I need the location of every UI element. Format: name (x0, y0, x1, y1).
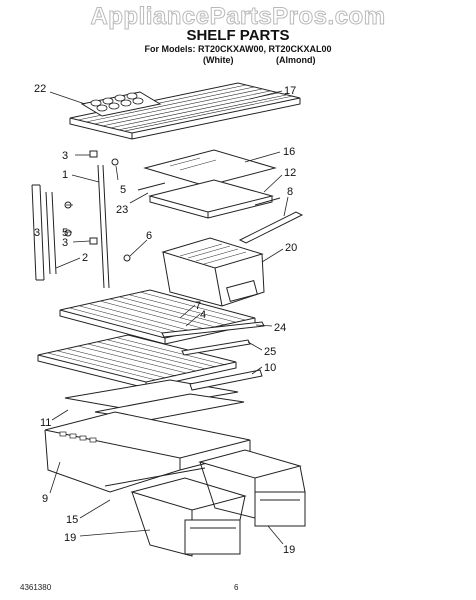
lower-wire-shelf (37, 334, 237, 389)
callout-20: 20 (285, 242, 297, 254)
callout-15: 15 (66, 514, 78, 526)
shelf-trim-strip (238, 211, 304, 244)
crisper-frame (44, 411, 251, 493)
callout-10: 10 (264, 362, 276, 374)
variant-white: (White) (203, 55, 234, 65)
callout-22: 22 (34, 83, 46, 95)
callout-5-left: 5 (62, 227, 68, 239)
callout-16: 16 (283, 146, 295, 158)
callout-3-top: 3 (62, 150, 68, 162)
top-wire-shelf (69, 82, 301, 140)
shelf-trim-bars (161, 321, 265, 356)
crisper-cover (64, 369, 263, 421)
callout-4: 4 (200, 309, 206, 321)
crisper-drawer-left (130, 477, 247, 557)
shelf-support-bracket (31, 184, 57, 281)
callout-1: 1 (62, 169, 68, 181)
callout-3-mid: 3 (62, 237, 68, 249)
callout-7: 7 (195, 300, 201, 312)
leader-lines (49, 90, 289, 545)
upper-wire-shelf (59, 289, 256, 345)
callout-19-right: 19 (283, 544, 295, 556)
callout-5-top: 5 (120, 184, 126, 196)
callout-6: 6 (146, 230, 152, 242)
model-numbers: For Models: RT20CKXAW00, RT20CKXAL00 (144, 44, 332, 54)
shelf-support-rail (97, 164, 110, 289)
crisper-drawer (161, 237, 265, 307)
callout-23: 23 (116, 204, 128, 216)
callout-2: 2 (82, 252, 88, 264)
callout-24: 24 (274, 322, 286, 334)
doc-number: 4361380 (20, 583, 52, 592)
callout-11: 11 (40, 417, 51, 429)
callout-12: 12 (284, 167, 296, 179)
callout-25: 25 (264, 346, 276, 358)
callout-17: 17 (284, 85, 296, 97)
page-number: 6 (234, 583, 239, 592)
egg-tray (80, 91, 162, 117)
glass-shelf (137, 149, 281, 219)
callout-3-left: 3 (34, 227, 40, 239)
crisper-drawer-right (198, 449, 306, 527)
callout-8: 8 (287, 186, 293, 198)
watermark: AppliancePartsPros.com (90, 3, 386, 31)
callout-numbers: 22 17 3 16 1 5 12 23 8 3 5 3 6 20 2 7 4 … (34, 83, 297, 556)
callout-9: 9 (42, 493, 48, 505)
page-title: SHELF PARTS (186, 27, 290, 44)
variant-almond: (Almond) (276, 55, 316, 65)
callout-19-left: 19 (64, 532, 76, 544)
